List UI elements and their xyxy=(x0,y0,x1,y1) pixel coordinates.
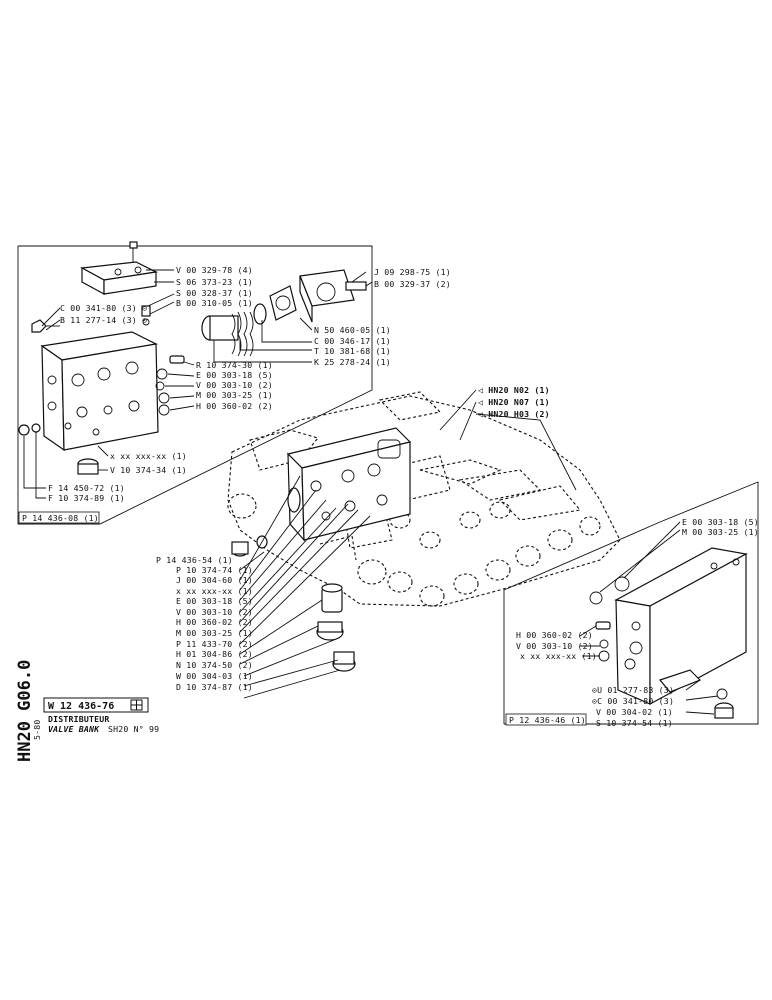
part-label: C 00 341-80 (3) ⊝ xyxy=(60,303,147,313)
hn20-label-group: ◁ HN20 N02 (1) ◁ HN20 N07 (1) ◁ HN20 H03… xyxy=(478,385,550,419)
part-label: C 00 346-17 (1) xyxy=(314,336,391,346)
title-french: DISTRIBUTEUR xyxy=(48,714,110,724)
model-serial: SH20 N° 99 xyxy=(108,724,159,734)
right-valve-section xyxy=(579,521,748,719)
part-label: M 00 303-25 (1) xyxy=(682,527,759,537)
box-reference: P 12 436-46 (1) xyxy=(509,715,586,725)
part-label: N 10 374-50 (2) xyxy=(176,660,253,670)
part-label: E 00 303-18 (5) xyxy=(176,596,253,606)
part-label: E 00 303-18 (5) xyxy=(682,517,759,527)
part-label: P 10 374-74 (1) xyxy=(176,565,253,575)
part-label: B 00 329-37 (2) xyxy=(374,279,451,289)
vertical-drawing-code: HN20 G06.0 xyxy=(15,660,35,762)
hn20-reference: ◁ HN20 H03 (2) xyxy=(478,409,550,419)
top-left-leaders xyxy=(23,269,373,499)
middle-label-group: P 14 436-54 (1) P 10 374-74 (1) J 00 304… xyxy=(156,555,253,692)
part-label: E 00 303-18 (5) xyxy=(196,370,273,380)
box-reference: P 14 436-08 (1) xyxy=(22,513,99,523)
part-label: D 10 374-87 (1) xyxy=(176,682,253,692)
part-label: S 10 374-54 (1) xyxy=(596,718,673,728)
part-label: V 10 374-34 (1) xyxy=(110,465,187,475)
part-label: N 50 460-05 (1) xyxy=(314,325,391,335)
part-label: M 00 303-25 (1) xyxy=(196,390,273,400)
part-label: M 00 303-25 (1) xyxy=(176,628,253,638)
part-label: R 10 374-30 (1) xyxy=(196,360,273,370)
part-label: H 00 360-02 (2) xyxy=(176,617,253,627)
vertical-page-ref: 5-80 xyxy=(32,719,42,740)
part-label: x xx xxx-xx (1) xyxy=(520,651,597,661)
title-block: HN20 G06.0 5-80 W 12 436-76 DISTRIBUTEUR… xyxy=(15,660,159,762)
part-label: V 00 329-78 (4) xyxy=(176,265,253,275)
hn20-reference: ◁ HN20 N02 (1) xyxy=(478,385,550,395)
title-english: VALVE BANK xyxy=(48,724,100,734)
part-label: x xx xxx-xx (1) xyxy=(176,586,253,596)
part-label: H 00 360-02 (2) xyxy=(516,630,593,640)
part-label: S 06 373-23 (1) xyxy=(176,277,253,287)
part-label: P 14 436-54 (1) xyxy=(156,555,233,565)
part-label: H 00 360-02 (2) xyxy=(196,401,273,411)
part-label: K 25 278-24 (1) xyxy=(314,357,391,367)
part-label: V 00 303-10 (2) xyxy=(516,641,593,651)
part-label: H 01 304-86 (2) xyxy=(176,649,253,659)
part-label: B 11 277-14 (3) ⊝ xyxy=(60,315,147,325)
top-left-label-group: V 00 329-78 (4) S 06 373-23 (1) S 00 328… xyxy=(18,265,451,524)
top-left-valve-section xyxy=(18,241,367,475)
part-label: T 10 381-68 (1) xyxy=(314,346,391,356)
part-label: W 00 304-03 (1) xyxy=(176,671,253,681)
drawing-number: W 12 436-76 xyxy=(48,701,114,712)
middle-parts xyxy=(231,475,371,699)
part-label: B 00 310-05 (1) xyxy=(176,298,253,308)
part-label: J 00 304-60 (1) xyxy=(176,575,253,585)
top-left-detail-frame xyxy=(17,245,373,525)
part-label: S 00 328-37 (1) xyxy=(176,288,253,298)
right-detail-frame xyxy=(503,481,759,725)
part-label: F 14 450-72 (1) xyxy=(48,483,125,493)
part-label: V 00 303-10 (2) xyxy=(176,607,253,617)
part-label: x xx xxx-xx (1) xyxy=(110,451,187,461)
hn20-leaders xyxy=(439,389,577,491)
part-label: F 10 374-89 (1) xyxy=(48,493,125,503)
hn20-reference: ◁ HN20 N07 (1) xyxy=(478,397,550,407)
part-label: V 00 303-10 (2) xyxy=(196,380,273,390)
part-label: ⊝C 00 341-80 (3) xyxy=(592,696,674,706)
right-label-group: E 00 303-18 (5) M 00 303-25 (1) H 00 360… xyxy=(505,517,759,728)
part-label: V 00 304-02 (1) xyxy=(596,707,673,717)
part-label: J 09 298-75 (1) xyxy=(374,267,451,277)
part-label: ⊝U 01 277-83 (3) xyxy=(592,685,674,695)
part-label: P 11 433-70 (2) xyxy=(176,639,253,649)
